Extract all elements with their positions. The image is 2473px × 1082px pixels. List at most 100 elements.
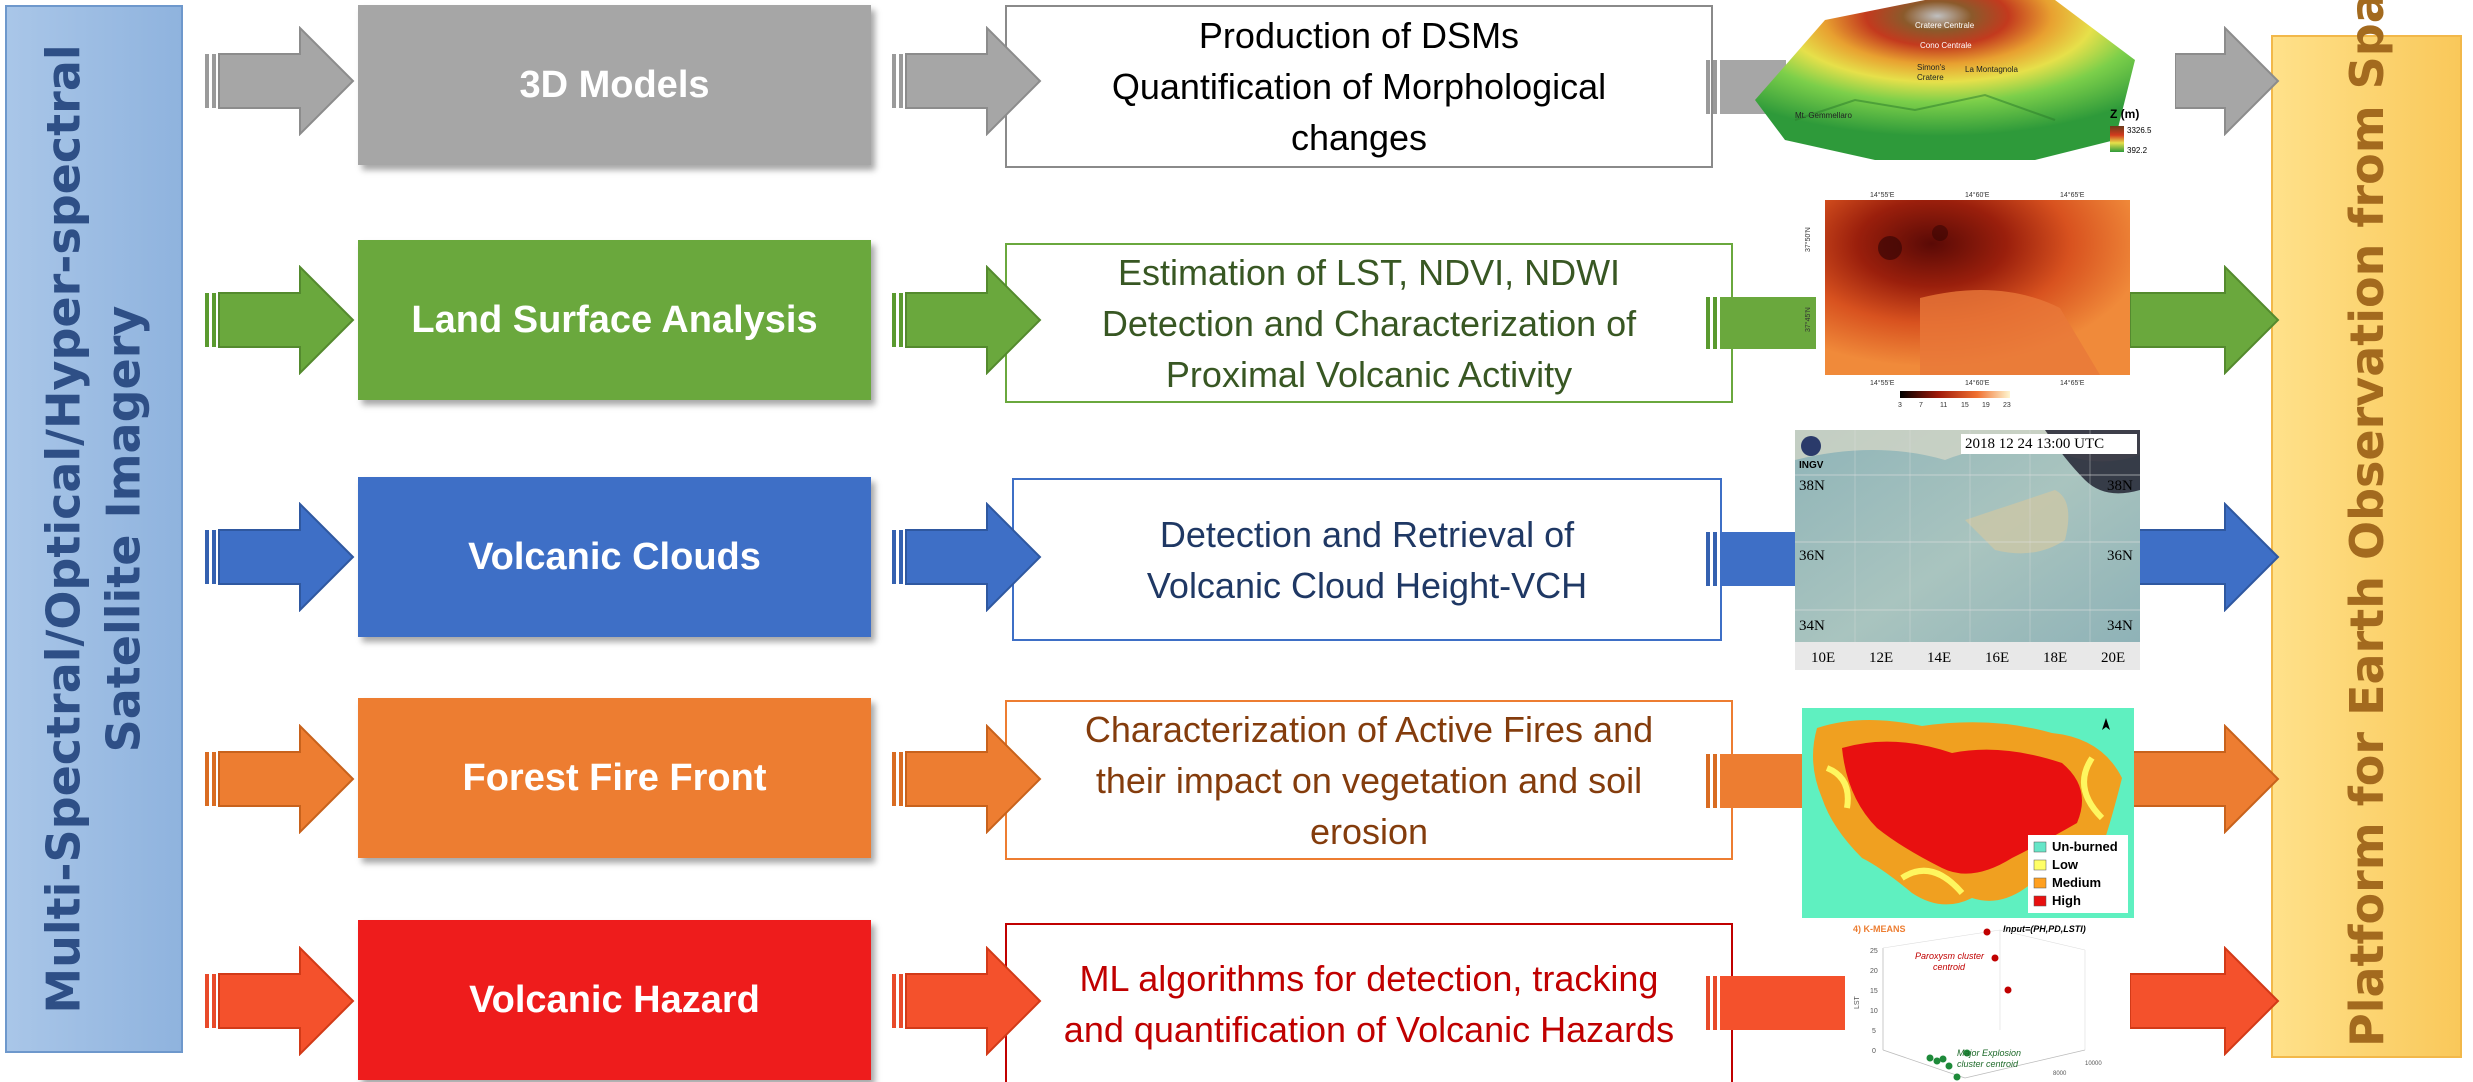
kmeans-cluster1-label: centroid bbox=[1933, 962, 1966, 972]
kmeans-xtick: 8000 bbox=[2053, 1071, 2067, 1077]
dsm-label: Simon's bbox=[1917, 63, 1945, 72]
arrow-right-icon bbox=[892, 502, 1042, 612]
description-line: Quantification of Morphological bbox=[1111, 66, 1607, 107]
description-box-volcanic-clouds: Detection and Retrieval of Volcanic Clou… bbox=[1012, 478, 1722, 641]
arrow-right-icon bbox=[892, 26, 1042, 136]
description-line: Characterization of Active Fires and bbox=[1084, 708, 1654, 750]
lst-colorbar-tick: 3 bbox=[1898, 402, 1902, 409]
kmeans-thumbnail: 4) K-MEANS Input=(PH,PD,LSTI) 25 20 15 1… bbox=[1845, 920, 2110, 1082]
category-3d-models: 3D Models bbox=[358, 5, 871, 165]
fire-legend-high: High bbox=[2052, 893, 2081, 908]
cloud-lat-label: 36N bbox=[2107, 548, 2133, 564]
arrow-right-icon bbox=[2130, 502, 2280, 612]
kmeans-ztick: 0 bbox=[1872, 1048, 1876, 1055]
arrow-right-icon bbox=[1706, 976, 1846, 1030]
platform-bar: Platform for Earth Observation from Spac… bbox=[2271, 0, 2462, 1058]
description-line: their impact on vegetation and soil bbox=[1095, 759, 1643, 801]
description-box-3d-models: Production of DSMs Quantification of Mor… bbox=[1005, 5, 1713, 168]
category-volcanic-hazard: Volcanic Hazard bbox=[358, 920, 871, 1080]
description-line: Production of DSMs bbox=[1198, 15, 1520, 56]
cloud-lat-label: 36N bbox=[1799, 548, 1825, 564]
source-imagery-label: Multi-Spectral/Optical/Hyper-spectral Sa… bbox=[34, 44, 154, 1013]
kmeans-cluster2-label: cluster centroid bbox=[1957, 1059, 2019, 1069]
arrow-right-icon bbox=[892, 724, 1042, 834]
category-forest-fire: Forest Fire Front bbox=[358, 698, 871, 858]
kmeans-title: 4) K-MEANS bbox=[1853, 924, 1906, 934]
fire-legend-unburned: Un-burned bbox=[2052, 839, 2118, 854]
arrow-right-icon bbox=[1706, 754, 1816, 808]
arrow-right-icon bbox=[1706, 532, 1796, 586]
dsm-thumbnail: Cratere Centrale Cono Centrale La Montag… bbox=[1755, 0, 2155, 170]
description-line: Detection and Characterization of bbox=[1101, 302, 1637, 344]
arrow-right-icon bbox=[2130, 946, 2280, 1056]
volcanic-cloud-thumbnail: 2018 12 24 13:00 UTC INGV 38N 36N 34N 38… bbox=[1795, 430, 2140, 670]
lst-tick: 14°60'E bbox=[1965, 191, 1990, 199]
description-line: and quantification of Volcanic Hazards bbox=[1063, 1008, 1675, 1050]
dsm-legend-min: 392.2 bbox=[2127, 146, 2148, 155]
lst-tick: 14°55'E bbox=[1870, 379, 1895, 387]
kmeans-input: Input=(PH,PD,LSTI) bbox=[2003, 924, 2086, 934]
lst-map-thumbnail: 14°55'E 14°60'E 14°65'E 14°55'E 14°60'E … bbox=[1800, 188, 2140, 413]
arrow-right-icon bbox=[2175, 26, 2280, 136]
description-line: Volcanic Cloud Height-VCH bbox=[1146, 564, 1588, 606]
arrow-right-icon bbox=[205, 502, 355, 612]
fire-legend-medium: Medium bbox=[2052, 875, 2101, 890]
cloud-timestamp: 2018 12 24 13:00 UTC bbox=[1965, 436, 2104, 452]
cloud-lon-label: 16E bbox=[1985, 650, 2009, 666]
description-line: Detection and Retrieval of bbox=[1159, 513, 1575, 555]
arrow-right-icon bbox=[2130, 265, 2280, 375]
cloud-lat-label: 38N bbox=[1799, 478, 1825, 494]
lst-tick: 37°50'N bbox=[1804, 227, 1812, 252]
cloud-lon-label: 20E bbox=[2101, 650, 2125, 666]
cloud-lat-label: 34N bbox=[2107, 618, 2133, 634]
fire-legend-low: Low bbox=[2052, 857, 2079, 872]
kmeans-ztick: 25 bbox=[1870, 948, 1878, 955]
source-imagery-line1: Multi-Spectral/Optical/Hyper-spectral bbox=[37, 44, 92, 1014]
north-arrow-icon bbox=[2102, 718, 2110, 730]
lst-colorbar-tick: 7 bbox=[1919, 402, 1923, 409]
category-volcanic-clouds: Volcanic Clouds bbox=[358, 477, 871, 637]
kmeans-zlabel: LST bbox=[1854, 995, 1861, 1009]
lst-colorbar-tick: 19 bbox=[1982, 402, 1990, 409]
description-line: Estimation of LST, NDVI, NDWI bbox=[1117, 251, 1621, 293]
kmeans-ztick: 15 bbox=[1870, 988, 1878, 995]
dsm-legend-title: Z (m) bbox=[2110, 107, 2139, 121]
description-line: ML algorithms for detection, tracking bbox=[1079, 957, 1659, 999]
lst-tick: 14°65'E bbox=[2060, 191, 2085, 199]
cloud-lon-label: 18E bbox=[2043, 650, 2067, 666]
cloud-lat-label: 38N bbox=[2107, 478, 2133, 494]
kmeans-ztick: 20 bbox=[1870, 968, 1878, 975]
lst-tick: 14°60'E bbox=[1965, 379, 1990, 387]
cloud-lat-label: 34N bbox=[1799, 618, 1825, 634]
source-imagery-line2: Satellite Imagery bbox=[97, 305, 152, 753]
arrow-right-icon bbox=[892, 946, 1042, 1056]
description-line: erosion bbox=[1309, 810, 1429, 852]
platform-label: Platform for Earth Observation from Spac… bbox=[2339, 0, 2394, 1047]
description-box-land-surface: Estimation of LST, NDVI, NDWI Detection … bbox=[1005, 243, 1733, 403]
dsm-label: Mt. Gemmellaro bbox=[1795, 111, 1852, 120]
description-box-volcanic-hazard: ML algorithms for detection, tracking an… bbox=[1005, 923, 1733, 1082]
ingv-logo: INGV bbox=[1799, 460, 1824, 471]
lst-colorbar-tick: 23 bbox=[2003, 402, 2011, 409]
lst-colorbar-tick: 15 bbox=[1961, 402, 1969, 409]
dsm-label: Cratere Centrale bbox=[1915, 21, 1975, 30]
cloud-lon-label: 10E bbox=[1811, 650, 1835, 666]
dsm-label: Cratere bbox=[1917, 73, 1944, 82]
arrow-right-icon bbox=[205, 265, 355, 375]
kmeans-ztick: 10 bbox=[1870, 1008, 1878, 1015]
cloud-lon-label: 12E bbox=[1869, 650, 1893, 666]
source-imagery-bar: Multi-Spectral/Optical/Hyper-spectral Sa… bbox=[5, 5, 183, 1053]
description-box-forest-fire: Characterization of Active Fires and the… bbox=[1005, 700, 1733, 860]
arrow-right-icon bbox=[205, 946, 355, 1056]
arrow-right-icon bbox=[892, 265, 1042, 375]
kmeans-xtick: 10000 bbox=[2085, 1061, 2102, 1067]
cloud-lon-label: 14E bbox=[1927, 650, 1951, 666]
lst-tick: 14°55'E bbox=[1870, 191, 1895, 199]
description-line: changes bbox=[1290, 117, 1428, 158]
lst-tick: 37°45'N bbox=[1804, 307, 1812, 332]
lst-colorbar-tick: 11 bbox=[1940, 402, 1947, 409]
dsm-label: Cono Centrale bbox=[1920, 41, 1972, 50]
arrow-right-icon bbox=[205, 26, 355, 136]
fire-severity-thumbnail: Un-burned Low Medium High bbox=[1802, 708, 2134, 918]
description-line: Proximal Volcanic Activity bbox=[1165, 353, 1573, 395]
